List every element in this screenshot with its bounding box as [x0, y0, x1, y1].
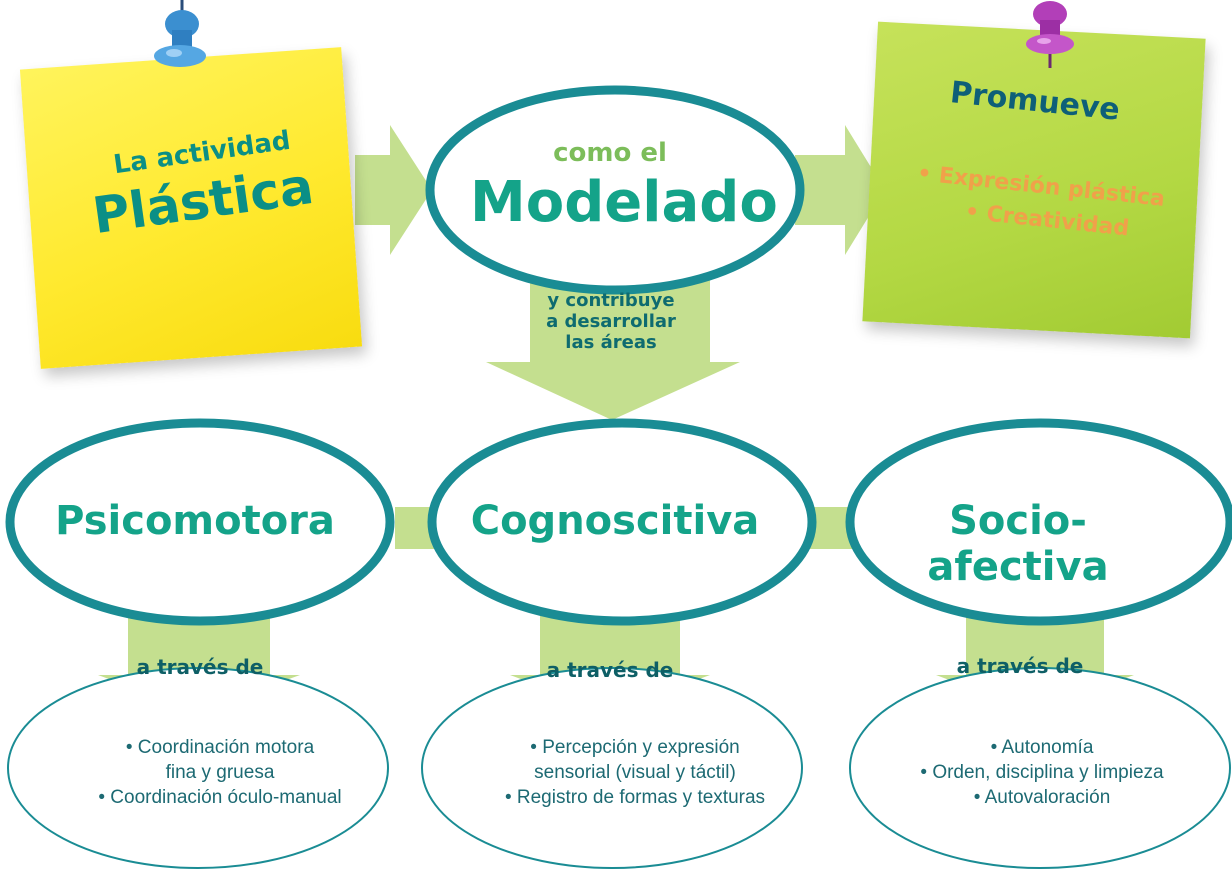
center-oval-line2: Modelado: [470, 170, 778, 235]
oval-modelado: [425, 85, 805, 295]
area-name-cognoscitiva: Cognoscitiva: [470, 498, 760, 544]
list-item: • Registro de formas y texturas: [504, 787, 766, 808]
list-item: sensorial (visual y táctil): [534, 762, 736, 783]
list-item: • Coordinación óculo-manual: [98, 787, 342, 808]
items-cognoscitiva: • Percepción y expresión sensorial (visu…: [465, 735, 805, 810]
arrow-down-areas: [486, 260, 740, 420]
oval-psicomotora: [5, 418, 395, 626]
contribution-line: a desarrollar: [546, 311, 676, 332]
list-item: • Percepción y expresión: [530, 737, 740, 758]
via-label-socioafectiva: a través de: [956, 654, 1084, 678]
contribution-line: las áreas: [565, 332, 657, 353]
contribution-text: y contribuye a desarrollar las áreas: [516, 290, 706, 353]
area-name-socioafectiva: Socio-afectiva: [927, 498, 1109, 590]
list-item: fina y gruesa: [165, 762, 275, 783]
oval-items-cognoscitiva: [421, 667, 803, 869]
oval-items-psicomotora: [7, 667, 389, 869]
area-name-psicomotora: Psicomotora: [55, 498, 335, 544]
items-psicomotora: • Coordinación motora fina y gruesa • Co…: [50, 735, 390, 810]
center-oval-line1: como el: [553, 138, 667, 168]
via-label-psicomotora: a través de: [136, 655, 264, 679]
oval-socioafectiva: [845, 418, 1232, 626]
list-item: • Autovaloración: [973, 787, 1111, 808]
contribution-line: y contribuye: [547, 290, 675, 311]
arrow-yellow-to-modelado: [355, 125, 432, 255]
oval-cognoscitiva: [427, 418, 817, 626]
items-socioafectiva: • Autonomía • Orden, disciplina y limpie…: [872, 735, 1212, 810]
arrow-modelado-to-promueve: [795, 125, 885, 255]
list-item: • Orden, disciplina y limpieza: [920, 762, 1164, 783]
via-label-cognoscitiva: a través de: [546, 658, 674, 682]
purple-pin-icon: [1026, 1, 1074, 68]
blue-pin-icon: [154, 0, 206, 67]
oval-items-socioafectiva: [849, 667, 1231, 869]
list-item: • Autonomía: [990, 737, 1094, 758]
list-item: • Coordinación motora: [125, 737, 315, 758]
